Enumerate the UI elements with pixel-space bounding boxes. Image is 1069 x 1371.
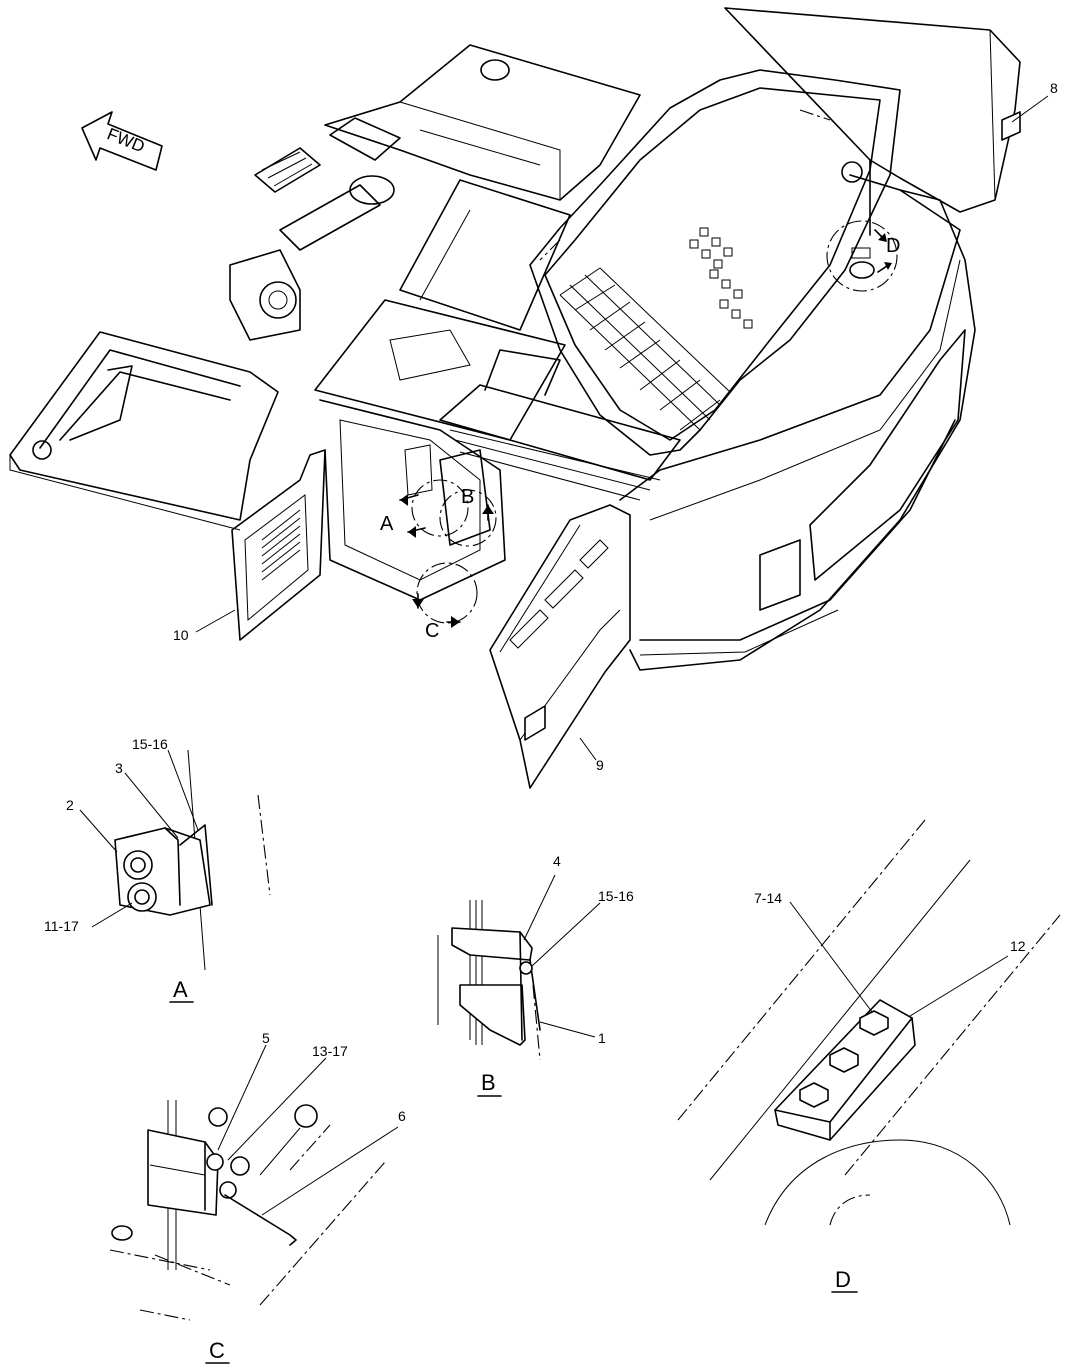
callout-8: 8 — [1050, 80, 1058, 96]
callout-10: 10 — [173, 627, 189, 643]
callout-b-15-16: 15-16 — [598, 888, 634, 904]
view-label-b: B — [481, 1070, 496, 1095]
bolt-icon — [799, 1010, 889, 1108]
callout-c-5: 5 — [262, 1030, 270, 1046]
forward-arrow-icon: FWD — [81, 111, 163, 171]
callout-d-12: 12 — [1010, 938, 1026, 954]
callout-c-13-17: 13-17 — [312, 1043, 348, 1059]
tank-latch-icon — [1001, 111, 1021, 141]
door-latch-icon — [524, 705, 546, 741]
detail-circle-b — [439, 489, 497, 547]
detail-marker-b: B — [461, 486, 474, 508]
detail-view-b: 4 15-16 1 B — [437, 853, 634, 1097]
view-label-d: D — [835, 1267, 851, 1292]
detail-circle-d — [826, 220, 898, 292]
machine-assembly: A B C D — [9, 7, 1021, 789]
detail-view-c: 5 13-17 6 C — [109, 1030, 406, 1364]
detail-view-a: 15-16 3 2 11-17 A — [44, 736, 271, 1003]
callout-9: 9 — [596, 757, 604, 773]
callout-b-4: 4 — [553, 853, 561, 869]
callout-b-1: 1 — [598, 1030, 606, 1046]
detail-circle-a — [411, 479, 469, 537]
view-label-c: C — [209, 1338, 225, 1363]
detail-view-d: 7-14 12 D — [677, 819, 1061, 1293]
detail-circle-c — [416, 562, 478, 624]
detail-marker-c: C — [425, 620, 439, 642]
detail-arrow-icon — [399, 229, 892, 628]
view-label-a: A — [173, 977, 188, 1002]
detail-marker-a: A — [380, 513, 394, 535]
callout-a-15-16: 15-16 — [132, 736, 168, 752]
callout-c-6: 6 — [398, 1108, 406, 1124]
callout-a-2: 2 — [66, 797, 74, 813]
callout-d-7-14: 7-14 — [754, 890, 782, 906]
callout-a-11-17: 11-17 — [44, 918, 79, 934]
detail-marker-d: D — [886, 235, 900, 257]
callout-a-3: 3 — [115, 760, 123, 776]
main-callouts: 8 9 10 — [173, 80, 1058, 773]
